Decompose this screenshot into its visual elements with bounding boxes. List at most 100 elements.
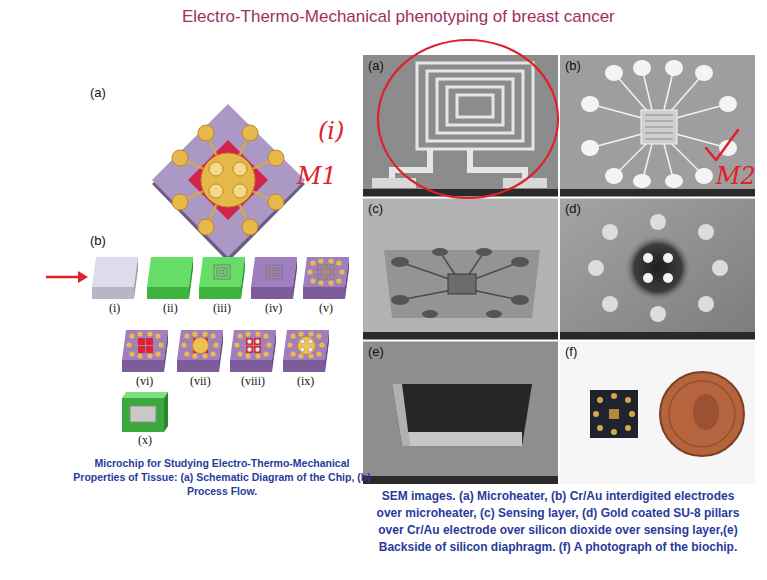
process-step-tile	[199, 257, 245, 287]
process-step-tile	[307, 258, 344, 285]
sem-pillars	[588, 214, 728, 322]
process-step-tile	[122, 392, 168, 432]
process-step-tile	[298, 337, 316, 355]
sem-electrodes	[719, 96, 737, 112]
sem-sensing-layer	[511, 257, 529, 267]
process-step-tile	[283, 360, 325, 372]
hand-circle	[378, 40, 558, 198]
sem-sensing-layer	[391, 295, 409, 305]
chip-schematic	[201, 153, 255, 207]
sem-pillars	[602, 296, 618, 312]
process-step-tile	[266, 265, 282, 279]
chip-photo	[629, 411, 635, 417]
step-label: (vi)	[136, 375, 153, 389]
process-step-tile	[164, 330, 168, 372]
chip-photo	[625, 397, 631, 403]
process-step-tile	[251, 257, 297, 299]
panel-label: (e)	[368, 344, 384, 359]
sem-pillars	[560, 198, 755, 340]
handwritten-note: M1	[297, 163, 337, 191]
chip-schematic	[209, 162, 223, 176]
sem-microheater	[437, 79, 513, 133]
sem-electrodes	[645, 139, 673, 140]
sem-backside	[392, 384, 532, 446]
sem-electrodes	[645, 127, 673, 128]
chip-photo	[593, 411, 599, 417]
sem-sensing-layer	[363, 198, 558, 340]
panel-label: (a)	[368, 58, 384, 73]
image-panel: (a)	[363, 55, 558, 197]
sem-electrodes	[641, 110, 677, 144]
sem-electrodes	[633, 60, 651, 76]
slide-title: Electro-Thermo-Mechanical phenotyping of…	[182, 7, 615, 27]
sem-electrodes	[581, 60, 737, 188]
process-step-tile	[325, 330, 329, 372]
process-step-tile	[230, 330, 276, 372]
sem-sensing-layer	[384, 250, 540, 318]
sem-electrodes	[590, 68, 728, 182]
process-step-tile	[147, 257, 193, 287]
sem-pillars	[650, 306, 666, 322]
process-step-tile	[130, 406, 156, 422]
chip-photo	[660, 372, 744, 456]
step-label: (iii)	[213, 302, 231, 316]
process-step-tile	[287, 331, 324, 358]
chip-photo	[593, 393, 635, 435]
process-step-tile	[230, 330, 276, 360]
chip-photo	[597, 397, 603, 403]
process-step-tile	[272, 330, 276, 372]
sem-microheater	[427, 71, 523, 141]
sem-sensing-layer	[432, 248, 448, 256]
step-label: (v)	[319, 302, 333, 316]
chip-schematic	[242, 125, 258, 141]
panel-label: (f)	[565, 344, 577, 359]
process-step-tile	[255, 339, 259, 343]
process-step-tile	[219, 330, 223, 372]
chip-schematic	[152, 104, 305, 257]
process-step-tile	[122, 330, 168, 372]
hand-arrow	[46, 276, 80, 279]
chip-photo	[560, 341, 755, 484]
sem-microheater	[363, 189, 558, 197]
process-step-tile	[177, 330, 223, 372]
chip-schematic	[152, 104, 305, 262]
chip-photo	[590, 390, 638, 438]
process-step-tile	[214, 265, 230, 279]
sem-backside	[402, 432, 522, 446]
sem-electrodes	[665, 60, 683, 76]
chip-schematic	[233, 162, 247, 176]
sem-microheater	[447, 87, 503, 125]
sem-backside	[363, 341, 558, 484]
chip-photo	[560, 341, 755, 484]
handwritten-note: (i)	[318, 118, 344, 146]
sem-backside	[363, 341, 558, 484]
process-step-tile	[134, 257, 138, 299]
step-label: (i)	[109, 302, 120, 316]
sem-pillars	[588, 260, 604, 276]
sem-electrodes	[695, 168, 713, 184]
process-step-tile	[177, 360, 219, 372]
step-label: (x)	[138, 434, 152, 448]
chip-photo	[611, 393, 617, 399]
chip-photo	[669, 381, 735, 447]
sem-sensing-layer	[422, 310, 438, 318]
chip-schematic	[172, 194, 188, 210]
handwritten-note: M2	[716, 163, 756, 191]
sem-microheater	[417, 63, 533, 149]
chip-schematic	[198, 219, 214, 235]
sem-electrodes	[560, 55, 755, 197]
process-step-tile	[193, 338, 209, 354]
sem-sensing-layer	[391, 248, 529, 318]
hand-arrow	[78, 271, 88, 283]
sem-sensing-layer	[511, 295, 529, 305]
sem-pillars	[560, 198, 755, 340]
sem-pillars	[663, 273, 673, 283]
process-step-tile	[303, 287, 345, 299]
sem-sensing-layer	[400, 252, 520, 300]
sem-pillars	[643, 253, 673, 283]
process-step-tile	[283, 330, 329, 372]
process-step-tile	[189, 257, 193, 299]
sem-electrodes	[605, 65, 623, 81]
image-panel: (f)	[560, 341, 755, 484]
process-step-tile	[308, 347, 312, 351]
